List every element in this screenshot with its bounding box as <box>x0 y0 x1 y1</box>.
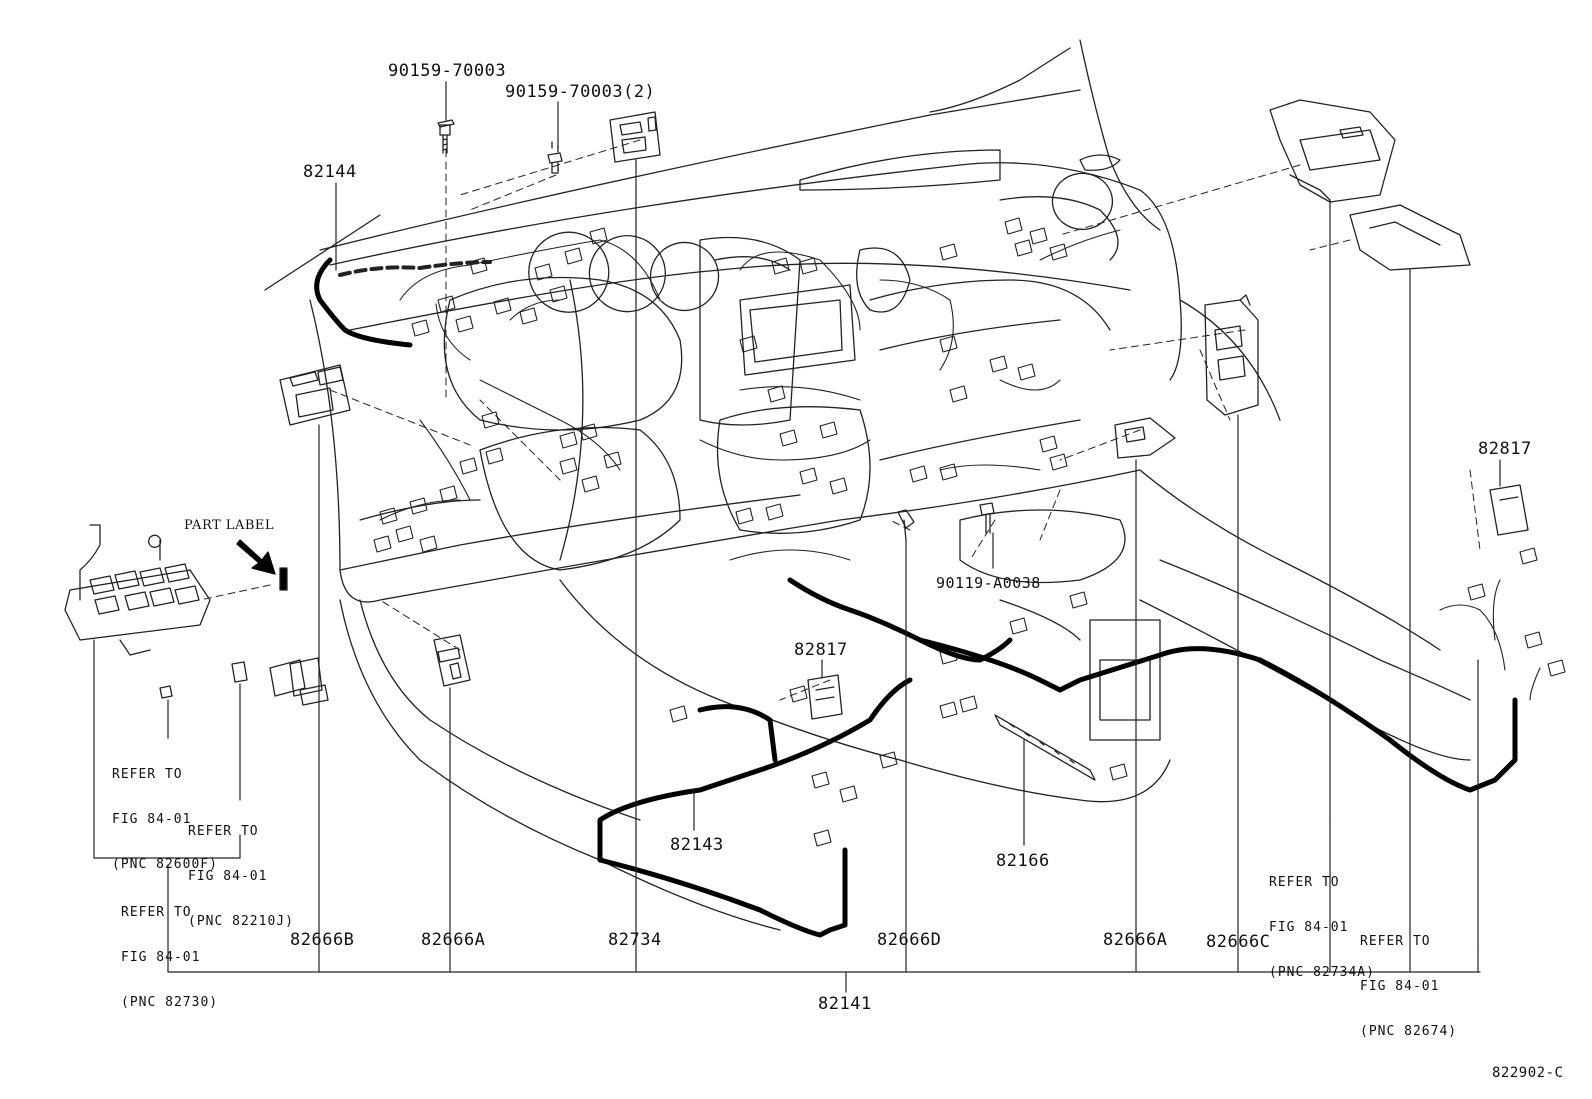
label-90159-70003: 90159-70003 <box>388 61 507 81</box>
relay-82666A-right <box>1114 417 1176 459</box>
reference-line-3: (PNC 82600F) <box>112 857 218 872</box>
reference-pnc-82600f: REFER TO FIG 84-01 (PNC 82600F) <box>112 737 218 902</box>
label-82666C: 82666C <box>1206 932 1271 952</box>
relay-82666C <box>1204 294 1259 416</box>
ecu-82734A <box>1269 99 1396 203</box>
part-label-marker <box>279 567 288 591</box>
reference-pnc-82730: REFER TO FIG 84-01 (PNC 82730) <box>121 875 218 1040</box>
harness-connectors <box>373 217 1566 847</box>
bolt-90159-top <box>437 119 455 154</box>
dashboard-outline <box>264 39 1471 931</box>
relay-82666B <box>279 364 351 426</box>
label-82666D: 82666D <box>877 930 942 950</box>
reference-line-3: (PNC 82674) <box>1360 1024 1458 1039</box>
reference-line-3: (PNC 82734A) <box>1269 965 1375 980</box>
part-82666D <box>897 509 915 541</box>
bolt-90159-pair <box>547 141 563 174</box>
label-82734: 82734 <box>608 930 662 950</box>
label-82817-center: 82817 <box>794 640 848 660</box>
part-82817-center <box>807 674 843 720</box>
label-82143: 82143 <box>670 835 724 855</box>
reference-line-2: FIG 84-01 <box>1360 979 1440 994</box>
reference-line-3: (PNC 82210J) <box>188 914 294 929</box>
drawing-code: 822902-C <box>1492 1065 1564 1081</box>
bolt-90119 <box>979 502 995 534</box>
fuse-82210J <box>231 661 248 683</box>
label-90159-70003-qty2: 90159-70003(2) <box>505 82 656 102</box>
relay-pack-lower-left <box>269 657 329 706</box>
reference-line-2: FIG 84-01 <box>1269 920 1349 935</box>
label-82141: 82141 <box>818 994 872 1014</box>
thin-wires <box>379 229 1541 701</box>
leader-lines <box>93 81 1501 993</box>
part-label-arrow <box>236 539 276 575</box>
dashed-reference-lines <box>199 139 1481 701</box>
label-82144: 82144 <box>303 162 357 182</box>
junction-block-left <box>64 524 211 656</box>
strip-82166 <box>994 714 1096 781</box>
reference-line-1: REFER TO <box>121 905 192 920</box>
reference-line-1: REFER TO <box>112 767 183 782</box>
connector-82734 <box>609 111 661 163</box>
label-82166: 82166 <box>996 851 1050 871</box>
reference-line-1: REFER TO <box>1360 934 1431 949</box>
label-82666A-right: 82666A <box>1103 930 1168 950</box>
reference-pnc-82674: REFER TO FIG 84-01 (PNC 82674) <box>1360 904 1457 1069</box>
bracket-82674 <box>1349 204 1471 271</box>
label-part-label: PART LABEL <box>184 518 275 533</box>
reference-pnc-82734a: REFER TO FIG 84-01 (PNC 82734A) <box>1269 845 1375 1010</box>
reference-line-2: FIG 84-01 <box>121 950 201 965</box>
reference-pnc-82210j: REFER TO FIG 84-01 (PNC 82210J) <box>188 794 294 959</box>
label-82817-right: 82817 <box>1478 439 1532 459</box>
reference-line-2: FIG 84-01 <box>188 869 268 884</box>
reference-line-1: REFER TO <box>188 824 259 839</box>
reference-line-1: REFER TO <box>1269 875 1340 890</box>
fuse-82600F <box>159 685 173 699</box>
label-90119-a0038: 90119-A0038 <box>936 574 1041 592</box>
part-82817-right <box>1489 484 1529 536</box>
bracket-82666A-left <box>433 634 471 687</box>
reference-line-2: FIG 84-01 <box>112 812 192 827</box>
reference-line-3: (PNC 82730) <box>121 995 219 1010</box>
main-harness <box>314 257 1518 938</box>
label-82666B: 82666B <box>290 930 355 950</box>
upper-harness-dashed <box>338 260 492 277</box>
label-82666A-left: 82666A <box>421 930 486 950</box>
